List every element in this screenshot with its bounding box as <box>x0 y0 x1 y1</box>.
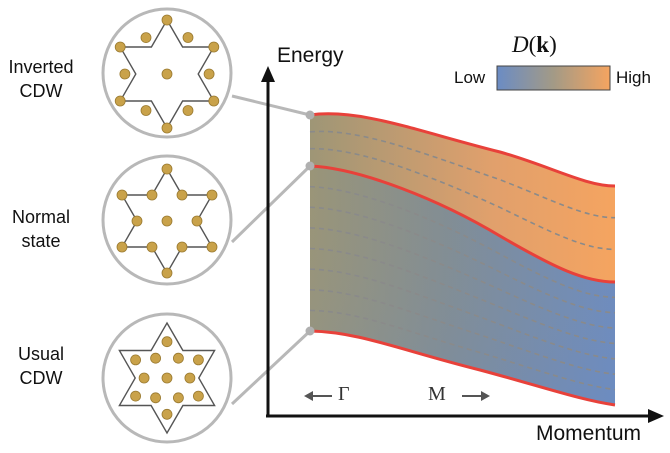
lower-band-shade <box>310 166 615 405</box>
atom <box>131 215 143 227</box>
band-edge-middle <box>309 164 616 284</box>
atom <box>161 267 173 279</box>
atom <box>161 336 173 348</box>
atom <box>114 95 126 107</box>
atom <box>192 390 204 402</box>
atom <box>161 122 173 134</box>
atom <box>172 392 184 404</box>
anchor-dot-normal <box>305 161 315 171</box>
label-normal-line2: state <box>21 231 61 251</box>
colorbar-low-label: Low <box>454 68 486 87</box>
atom <box>191 215 203 227</box>
colorbar <box>496 65 611 91</box>
atom <box>208 95 220 107</box>
connector-inverted <box>231 94 311 117</box>
anchor-dot-inverted <box>305 110 315 120</box>
label-usual-cdw: Usual CDW <box>4 342 78 390</box>
anchor-dot-usual <box>305 326 315 336</box>
label-normal-state: Normal state <box>4 205 78 253</box>
atom <box>130 390 142 402</box>
gamma-point-label: Γ <box>338 383 350 405</box>
dashed-band-line <box>309 227 616 329</box>
atom <box>114 41 126 53</box>
band-edge-bottom <box>309 329 616 407</box>
atom <box>206 241 218 253</box>
arrow-left-icon <box>304 391 332 401</box>
normal-state-star-icon <box>116 163 218 279</box>
atom <box>161 372 173 384</box>
label-inverted-line2: CDW <box>19 81 63 101</box>
upper-band-fill <box>310 113 615 282</box>
colorbar-high-label: High <box>616 68 651 87</box>
atom <box>192 354 204 366</box>
usual-cdw-star-icon <box>118 321 216 435</box>
atom <box>208 41 220 53</box>
dashed-band-line <box>309 130 616 219</box>
atom <box>161 408 173 420</box>
atom <box>116 241 128 253</box>
label-usual-line2: CDW <box>19 368 63 388</box>
y-axis-arrowhead <box>261 66 275 82</box>
label-normal-line1: Normal <box>11 207 70 227</box>
atom <box>172 352 184 364</box>
colorbar-title-open: ( <box>528 32 537 57</box>
atom <box>161 215 173 227</box>
atom <box>182 32 194 43</box>
atom <box>161 68 173 80</box>
dashed-band-line <box>309 268 616 360</box>
x-axis-arrowhead <box>648 409 664 423</box>
atom <box>161 163 173 175</box>
atom <box>176 189 188 201</box>
star-outline <box>118 321 216 435</box>
connector-normal <box>230 164 312 244</box>
atom <box>161 14 173 26</box>
atom <box>119 68 131 80</box>
atom <box>138 372 150 384</box>
atom <box>176 241 188 253</box>
m-point-label: M <box>428 383 446 405</box>
arrow-right-icon <box>462 391 490 401</box>
atom <box>140 32 152 43</box>
dashed-band-line <box>309 206 616 314</box>
dashed-band-lines <box>309 130 616 391</box>
inverted-cdw-star-icon <box>114 14 220 134</box>
dashed-band-line <box>309 288 616 376</box>
dashed-band-line <box>309 185 616 299</box>
atom <box>140 105 152 116</box>
atom <box>130 354 142 366</box>
momentum-axis-label: Momentum <box>536 422 642 445</box>
atom <box>150 352 162 364</box>
atom <box>146 189 158 201</box>
dashed-band-line <box>309 247 616 345</box>
band-edge-top <box>309 112 616 188</box>
colorbar-title-close: ) <box>549 32 557 57</box>
label-usual-line1: Usual <box>17 344 65 364</box>
atom <box>116 189 128 201</box>
label-inverted-cdw: Inverted CDW <box>4 55 78 103</box>
atom <box>150 392 162 404</box>
atom <box>206 189 218 201</box>
colorbar-title-k: k <box>536 32 550 57</box>
energy-axis-label: Energy <box>277 44 344 67</box>
label-inverted-line1: Inverted <box>8 57 74 77</box>
colorbar-title: D(k) <box>512 32 557 58</box>
atom <box>184 372 196 384</box>
colorbar-title-d: D <box>512 32 529 57</box>
dashed-band-line <box>309 147 616 251</box>
atom <box>182 105 194 116</box>
connector-usual <box>230 329 312 406</box>
atom <box>203 68 215 80</box>
atom <box>146 241 158 253</box>
